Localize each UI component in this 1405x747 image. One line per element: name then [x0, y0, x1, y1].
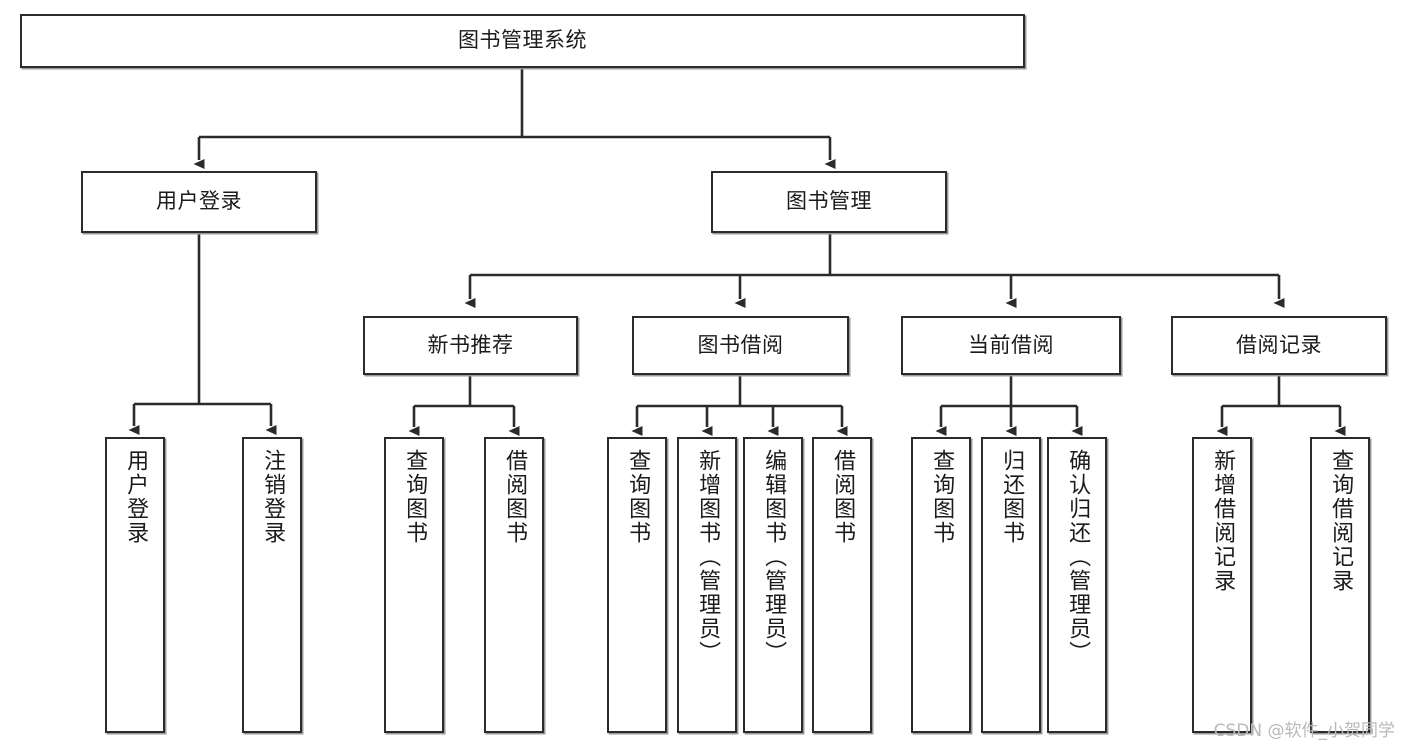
node-label: 借阅图书	[502, 449, 528, 545]
leaf-current-borrow-confirm-return[interactable]: 确认归还（管理员）	[1047, 437, 1107, 733]
node-label: 用户登录	[123, 449, 149, 545]
node-label: 查询图书	[625, 449, 651, 545]
node-current-borrow[interactable]: 当前借阅	[901, 316, 1121, 375]
node-label: 借阅记录	[1236, 332, 1322, 357]
leaf-book-borrow-query[interactable]: 查询图书	[607, 437, 667, 733]
node-label: 借阅图书	[830, 449, 856, 545]
node-label: 新书推荐	[427, 332, 514, 357]
node-label: 归还图书	[999, 449, 1025, 545]
leaf-book-borrow-edit[interactable]: 编辑图书（管理员）	[743, 437, 803, 733]
node-label: 用户登录	[156, 189, 242, 214]
leaf-borrow-record-add[interactable]: 新增借阅记录	[1192, 437, 1252, 733]
node-label: 新增图书（管理员）	[695, 449, 721, 665]
node-label: 图书管理系统	[458, 28, 587, 53]
node-user-login[interactable]: 用户登录	[81, 171, 317, 233]
node-label: 确认归还（管理员）	[1065, 449, 1091, 665]
leaf-book-borrow-add[interactable]: 新增图书（管理员）	[677, 437, 737, 733]
node-label: 新增借阅记录	[1210, 449, 1236, 593]
node-label: 当前借阅	[968, 332, 1054, 357]
node-new-book-recommend[interactable]: 新书推荐	[363, 316, 578, 375]
leaf-new-book-borrow[interactable]: 借阅图书	[484, 437, 544, 733]
leaf-borrow-record-query[interactable]: 查询借阅记录	[1310, 437, 1370, 733]
node-label: 注销登录	[260, 449, 286, 545]
leaf-user-login-logout[interactable]: 注销登录	[242, 437, 302, 733]
node-label: 查询图书	[929, 449, 955, 545]
csdn-watermark: CSDN @软件_小贺同学	[1213, 721, 1395, 741]
leaf-new-book-query[interactable]: 查询图书	[384, 437, 444, 733]
node-label: 图书管理	[786, 189, 872, 214]
leaf-book-borrow-borrow[interactable]: 借阅图书	[812, 437, 872, 733]
leaf-current-borrow-query[interactable]: 查询图书	[911, 437, 971, 733]
node-root-system[interactable]: 图书管理系统	[20, 14, 1025, 68]
node-label: 查询图书	[402, 449, 428, 545]
node-label: 查询借阅记录	[1328, 449, 1354, 593]
node-book-borrow[interactable]: 图书借阅	[632, 316, 849, 375]
node-label: 图书借阅	[697, 332, 784, 357]
leaf-current-borrow-return[interactable]: 归还图书	[981, 437, 1041, 733]
leaf-user-login-login[interactable]: 用户登录	[105, 437, 165, 733]
node-borrow-record[interactable]: 借阅记录	[1171, 316, 1387, 375]
node-label: 编辑图书（管理员）	[761, 449, 787, 665]
node-book-management[interactable]: 图书管理	[711, 171, 947, 233]
